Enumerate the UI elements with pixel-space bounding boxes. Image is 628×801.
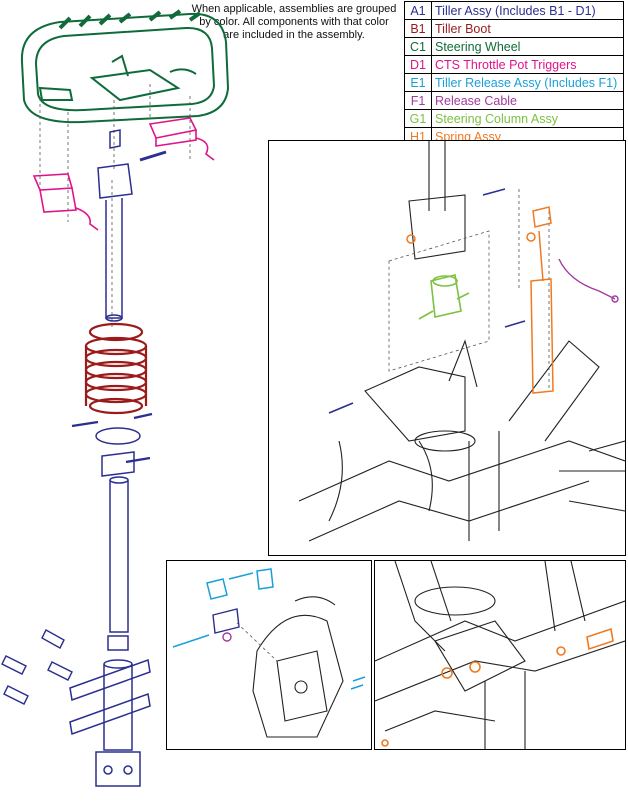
steering-wheel [20, 9, 230, 124]
detail-panel-frame [374, 560, 626, 750]
tiller-column [69, 129, 167, 787]
legend-label: Steering Wheel [431, 37, 624, 56]
spring-assembly-detail [381, 627, 614, 747]
spring-assembly [406, 206, 554, 394]
legend-label: Release Cable [431, 91, 624, 110]
detail-panel-tiller-release [166, 560, 372, 750]
tiller-boot [84, 322, 148, 415]
legend-label: Tiller Boot [431, 19, 624, 38]
legend-code: F1 [404, 91, 432, 110]
assembly-color-note: When applicable, assemblies are grouped … [191, 3, 397, 41]
legend-code: A1 [404, 1, 432, 20]
detail-panel-steering-column [268, 140, 626, 556]
legend-code: E1 [404, 73, 432, 92]
throttle-trigger-right [148, 117, 215, 161]
steering-column-assembly [418, 274, 470, 320]
legend-code: D1 [404, 55, 432, 74]
tiller-release-assembly [172, 568, 366, 690]
mounting-pins [1, 629, 73, 705]
legend-label: Tiller Release Assy (Includes F1) [431, 73, 624, 92]
legend-code: G1 [404, 109, 432, 128]
legend-label: CTS Throttle Pot Triggers [431, 55, 624, 74]
legend-label: Tiller Assy (Includes B1 - D1) [431, 1, 624, 20]
legend-code: C1 [404, 37, 432, 56]
release-cable [558, 258, 619, 303]
tiller-exploded-view [1, 9, 230, 787]
legend-code: B1 [404, 19, 432, 38]
throttle-trigger-left [32, 173, 99, 231]
legend-label: Steering Column Assy [431, 109, 624, 128]
